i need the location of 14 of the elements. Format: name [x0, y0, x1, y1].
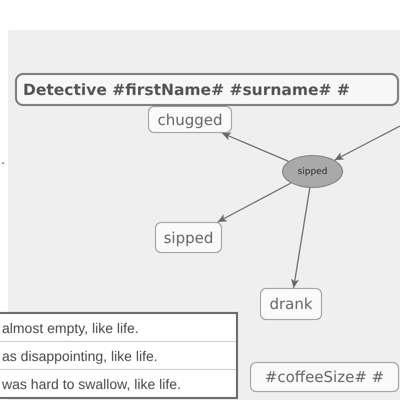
word-box: sipped: [155, 222, 222, 253]
text-fragment: .: [1, 153, 6, 168]
arrow: [217, 182, 292, 223]
arrow: [222, 132, 289, 162]
word-box: #coffeeSize# #: [250, 362, 399, 392]
word-box: drank: [260, 288, 322, 320]
arrow: [334, 125, 400, 161]
title-box: Detective #firstName# #surname# #: [15, 73, 399, 106]
sentence-row: was hard to swallow, like life.: [0, 369, 236, 397]
word-box: chugged: [148, 106, 232, 133]
sentence-table: [0, 312, 238, 399]
sentence-row-text: almost empty, like life.: [1, 318, 140, 338]
sentence-row: as disappointing, like life.: [0, 341, 236, 369]
arrow: [291, 188, 310, 288]
